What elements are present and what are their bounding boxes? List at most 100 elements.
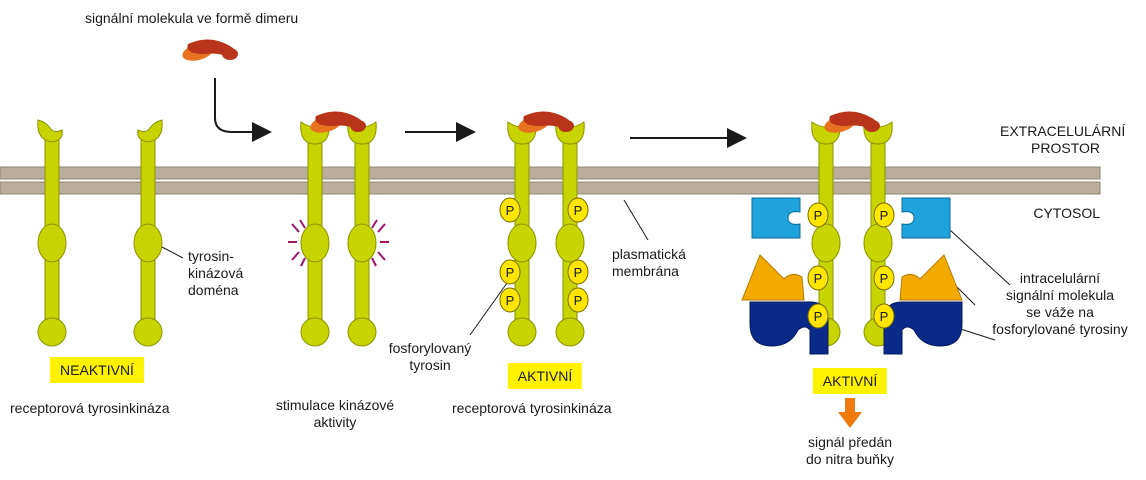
intracellular-line2: signální molekula — [992, 287, 1127, 304]
phospho-tyrosine: P — [874, 203, 894, 227]
receptor-stim-right — [348, 122, 376, 346]
relay-protein-blue-left — [752, 198, 800, 238]
receptor-label-inactive: receptorová tyrosinkináza — [10, 400, 170, 417]
kinase-domain-line3: doména — [188, 282, 243, 299]
phospho-tyrosine-line2: tyrosin — [389, 357, 471, 374]
ligand-monomer-dark-tip — [222, 48, 238, 60]
phospho-tyrosine: P — [808, 304, 828, 328]
phospho-label: P — [574, 203, 583, 218]
signal-passed-line2: do nitra buňky — [806, 451, 894, 468]
relay-protein-orange-right — [900, 255, 962, 300]
kinase-domain-bulge — [864, 224, 892, 262]
intracellular-line3: se váže na — [992, 304, 1127, 321]
ligand-monomer-dark-tip — [350, 120, 366, 132]
receptor-tail-bulb — [348, 318, 376, 346]
phospho-tyrosine: P — [500, 198, 520, 222]
receptor-binding-cup — [138, 120, 163, 142]
ligand-arrival-arrow — [215, 78, 268, 132]
stimulation-line1: stimulace kinázové — [276, 397, 394, 414]
receptor-active-left — [508, 122, 536, 346]
ligand-monomer-dark-tip — [558, 120, 574, 132]
relay-protein-blue-right — [902, 198, 950, 238]
activity-mark — [372, 220, 377, 228]
kinase-domain-bulge — [38, 224, 66, 262]
phospho-tyrosine: P — [874, 304, 894, 328]
receptor-binding-cup — [38, 120, 63, 142]
phospho-label: P — [506, 265, 515, 280]
plasma-membrane — [0, 167, 1100, 194]
stimulation-label: stimulace kinázové aktivity — [276, 397, 394, 431]
phospho-tyrosine: P — [500, 260, 520, 284]
receptor-tail-bulb — [38, 318, 66, 346]
phospho-label: P — [880, 309, 889, 324]
activity-mark — [292, 252, 299, 260]
phospho-tyrosine: P — [500, 288, 520, 312]
activity-mark — [378, 252, 385, 260]
activity-mark — [300, 220, 305, 228]
receptor-tail-bulb — [556, 318, 584, 346]
cytosol-label: CYTOSOL — [1000, 205, 1100, 222]
kinase-domain-bulge — [134, 224, 162, 262]
kinase-domain-bulge — [812, 224, 840, 262]
signal-output-arrow — [838, 398, 862, 428]
extracellular-label-line2: PROSTOR — [1000, 140, 1100, 157]
phospho-tyrosine: P — [568, 198, 588, 222]
phospho-label: P — [574, 265, 583, 280]
receptor-stim-left — [301, 122, 329, 346]
relay-protein-orange-left — [742, 255, 804, 300]
receptor-inactive-left — [38, 120, 66, 346]
phospho-tyrosine: P — [874, 266, 894, 290]
relay-protein-navy-right — [884, 302, 962, 354]
stimulation-line2: aktivity — [276, 414, 394, 431]
phospho-tyrosine: P — [808, 266, 828, 290]
phospho-tyrosine-label: fosforylovaný tyrosin — [389, 340, 471, 374]
phospho-label: P — [880, 271, 889, 286]
kinase-domain-line2: kinázová — [188, 265, 243, 282]
phospho-label: P — [814, 271, 823, 286]
phospho-label: P — [506, 293, 515, 308]
intracellular-line1: intracelulární — [992, 270, 1127, 287]
phospho-label: P — [506, 203, 515, 218]
activity-mark — [372, 258, 376, 266]
kinase-domain-pointer — [162, 247, 183, 258]
phospho-label: P — [814, 309, 823, 324]
phospho-tyrosine-line1: fosforylovaný — [389, 340, 471, 357]
active-badge-step4: AKTIVNÍ — [813, 368, 887, 394]
intracellular-line4: fosforylované tyrosiny — [992, 321, 1127, 338]
kinase-domain-bulge — [301, 224, 329, 262]
receptor-tail-bulb — [301, 318, 329, 346]
signal-passed-label: signál předán do nitra buňky — [806, 434, 894, 468]
phospho-tyrosine: P — [808, 203, 828, 227]
phospho-label: P — [814, 208, 823, 223]
ligand-dimer-free — [180, 39, 238, 63]
phospho-label: P — [574, 293, 583, 308]
kinase-domain-bulge — [508, 224, 536, 262]
extracellular-label: EXTRACELULÁRNÍ PROSTOR — [1000, 123, 1100, 157]
receptor-active-right — [556, 122, 584, 346]
ligand-monomer-dark-tip — [864, 120, 880, 132]
phospho-tyrosine: P — [568, 260, 588, 284]
process-arrows — [215, 78, 743, 138]
activity-mark — [292, 224, 299, 232]
receptor-tail-bulb — [508, 318, 536, 346]
membrane-pointer — [624, 200, 648, 240]
phospho-label: P — [880, 208, 889, 223]
kinase-domain-label: tyrosin- kinázová doména — [188, 248, 243, 299]
activity-mark — [301, 258, 305, 266]
membrane-label: plasmatická membrána — [612, 246, 686, 280]
phospho-tyrosine: P — [568, 288, 588, 312]
receptor-label-active: receptorová tyrosinkináza — [452, 400, 612, 417]
extracellular-label-line1: EXTRACELULÁRNÍ — [1000, 123, 1100, 140]
kinase-domain-line1: tyrosin- — [188, 248, 243, 265]
kinase-domain-bulge — [348, 224, 376, 262]
signal-passed-line1: signál předán — [806, 434, 894, 451]
receptor-inactive-right — [134, 120, 162, 346]
phospho-pointer — [470, 283, 507, 335]
active-badge-step3: AKTIVNÍ — [508, 363, 582, 389]
receptor-tail-bulb — [134, 318, 162, 346]
membrane-line2: membrána — [612, 263, 686, 280]
activity-mark — [378, 224, 385, 232]
inactive-badge: NEAKTIVNÍ — [50, 357, 144, 383]
intracellular-signal-label: intracelulární signální molekula se váže… — [992, 270, 1127, 338]
